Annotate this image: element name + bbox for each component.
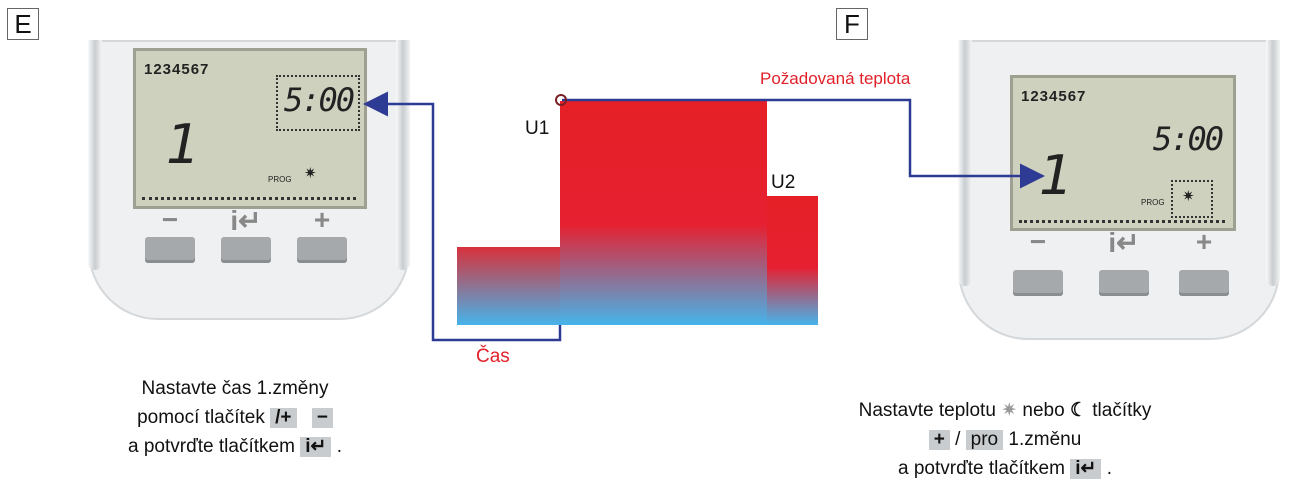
- sun-icon: ✷: [1182, 188, 1195, 205]
- lcd-time: 5:00: [284, 81, 355, 119]
- label-u1: U1: [525, 118, 550, 139]
- thermostat-right: 1234567 5:00 1 PROG ✷ − i↵ +: [958, 40, 1280, 340]
- plus-key-icon: +: [928, 430, 950, 450]
- lcd-prog-label: PROG: [268, 175, 292, 184]
- low-temperature-block: [457, 247, 560, 325]
- lcd-days: 1234567: [1021, 88, 1087, 105]
- caption-right-line1: Nastavte teplotu ✷ nebo ☾ tlačítky: [800, 396, 1210, 425]
- caption-right-sep: /: [955, 429, 961, 450]
- caption-right-line2: + / pro 1.změnu: [800, 425, 1210, 454]
- device-rail-left: [88, 40, 102, 270]
- caption-left-line2-text: pomocí tlačítek: [137, 407, 265, 428]
- moon-icon: ☾: [1069, 400, 1087, 421]
- minus-label: −: [161, 204, 179, 235]
- lcd-timeline: [142, 197, 356, 200]
- minus-key-icon: pro: [965, 430, 1004, 450]
- plus-label: +: [1195, 226, 1213, 257]
- plus-button[interactable]: [297, 237, 347, 263]
- caption-right: Nastavte teplotu ✷ nebo ☾ tlačítky + / p…: [800, 396, 1210, 483]
- plus-button[interactable]: [1179, 270, 1229, 296]
- lcd-timeline: [1019, 220, 1225, 223]
- device-rail-left: [958, 40, 972, 286]
- lcd-screen: 1234567 5:00 1 PROG ✷: [1010, 75, 1236, 231]
- lcd-time: 5:00: [1153, 120, 1224, 158]
- lcd-days: 1234567: [144, 61, 210, 78]
- enter-label: i↵: [230, 205, 262, 236]
- minus-label: −: [1029, 226, 1047, 257]
- lcd-program-number: 1: [1039, 144, 1074, 207]
- lcd-screen: 1234567 5:00 1 PROG ✷: [133, 48, 367, 209]
- caption-left-line3: a potvrďte tlačítkem i↵ .: [70, 432, 400, 461]
- panel-label-f: F: [836, 8, 868, 40]
- sun-icon: ✷: [304, 165, 317, 182]
- lcd-prog-label: PROG: [1141, 198, 1165, 207]
- enter-key-icon: i↵: [300, 437, 332, 457]
- plus-key-icon: /+: [270, 408, 297, 428]
- caption-left-line1: Nastavte čas 1.změny: [141, 378, 329, 399]
- high-temperature-block-u1: [560, 101, 767, 325]
- minus-button[interactable]: [1013, 270, 1063, 296]
- label-desired-temperature: Požadovaná teplota: [760, 69, 911, 88]
- u1-point-marker: [555, 94, 567, 106]
- device-rail-right: [1266, 40, 1280, 286]
- caption-left-end: .: [336, 436, 342, 457]
- device-rail-right: [396, 40, 410, 270]
- caption-right-line3: a potvrďte tlačítkem i↵ .: [800, 454, 1210, 483]
- caption-left-line2: pomocí tlačítek /+ −: [70, 403, 400, 432]
- caption-right-line1-c: tlačítky: [1092, 400, 1152, 421]
- enter-label: i↵: [1108, 227, 1140, 258]
- label-time: Čas: [476, 346, 510, 367]
- caption-right-line1-b: nebo: [1022, 400, 1065, 421]
- caption-left: Nastavte čas 1.změny pomocí tlačítek /+ …: [70, 374, 400, 461]
- caption-right-end: .: [1106, 458, 1112, 479]
- plus-label: +: [313, 204, 331, 235]
- panel-label-e: E: [7, 8, 39, 40]
- lcd-time-highlight: [276, 75, 360, 131]
- sun-icon: ✷: [1001, 400, 1018, 421]
- enter-key-icon: i↵: [1070, 459, 1102, 479]
- lcd-sun-highlight: [1171, 180, 1213, 218]
- caption-left-line3-text: a potvrďte tlačítkem: [128, 436, 295, 457]
- enter-button[interactable]: [1099, 270, 1149, 296]
- label-u2: U2: [771, 172, 796, 193]
- minus-button[interactable]: [145, 237, 195, 263]
- caption-right-line2-b: 1.změnu: [1008, 429, 1082, 450]
- caption-right-line3-text: a potvrďte tlačítkem: [898, 458, 1065, 479]
- enter-button[interactable]: [221, 237, 271, 263]
- minus-key-icon: −: [311, 408, 333, 428]
- thermostat-left: 1234567 5:00 1 PROG ✷ − i↵ +: [88, 40, 410, 320]
- lcd-program-number: 1: [166, 113, 201, 176]
- caption-right-line1-a: Nastavte teplotu: [858, 400, 996, 421]
- mid-temperature-block-u2: [767, 196, 818, 325]
